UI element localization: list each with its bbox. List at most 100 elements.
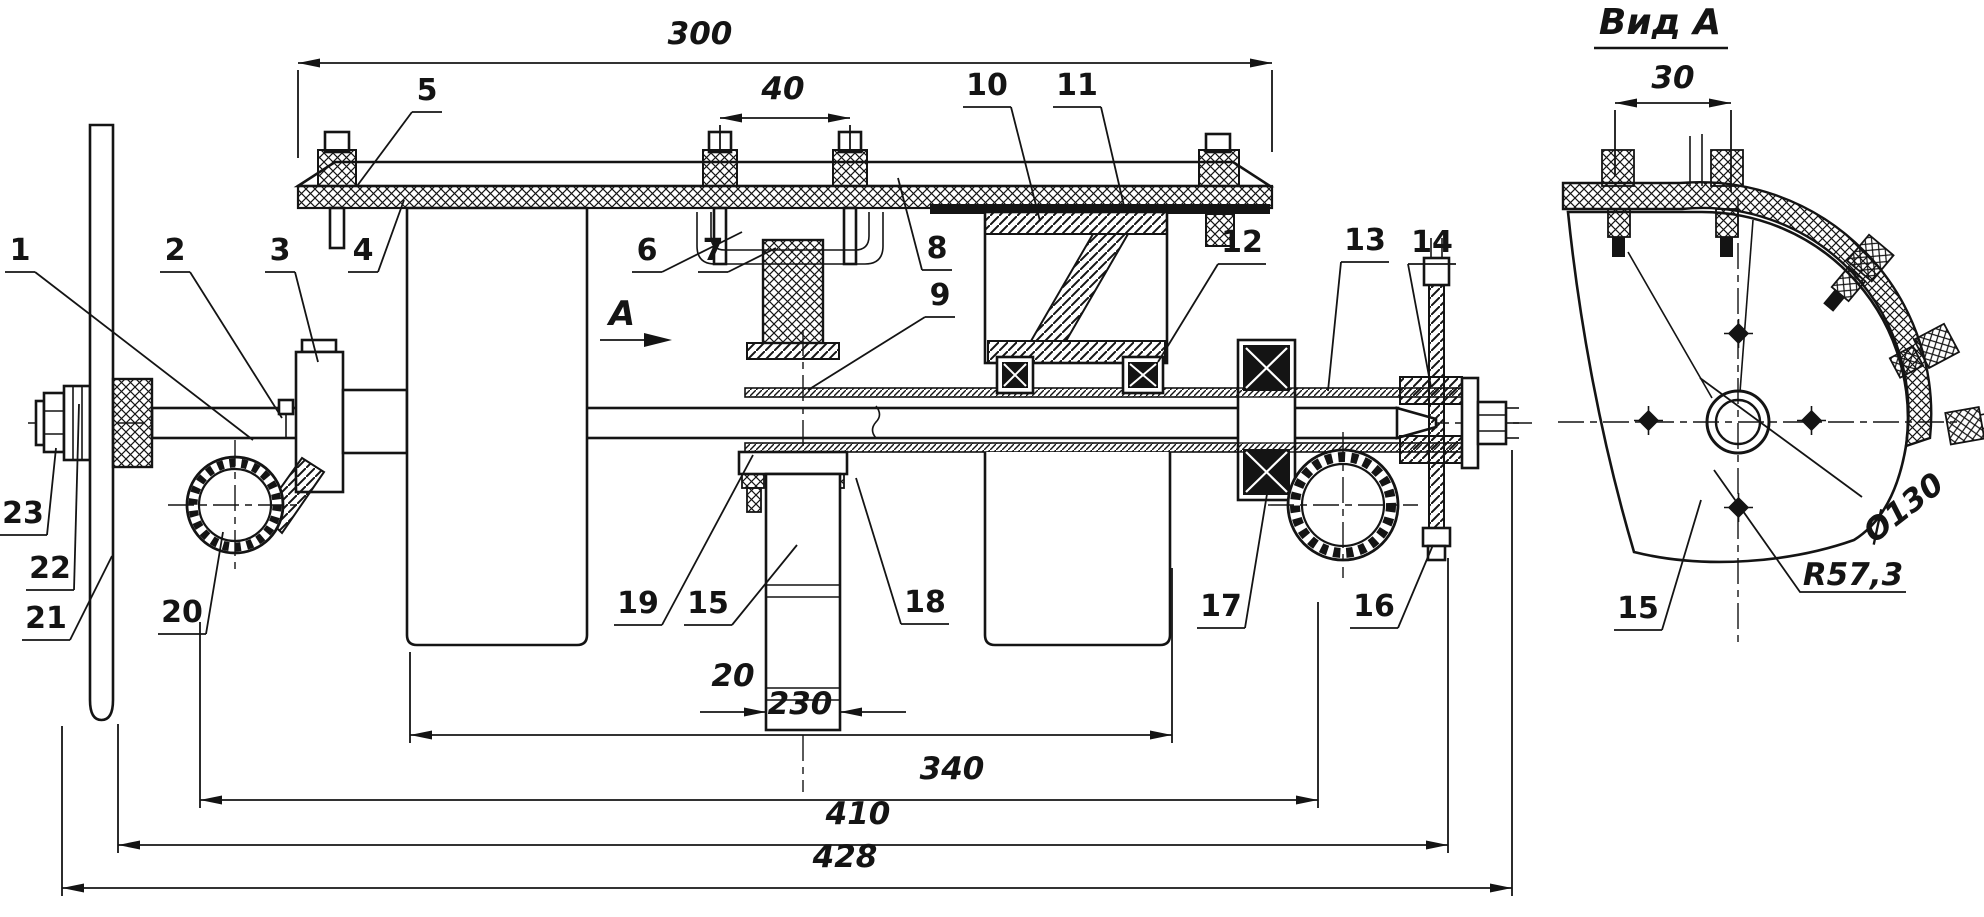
callout-c2: 2 <box>160 233 283 419</box>
dim-text-plate_length: 300 <box>668 16 733 52</box>
callout-number: 8 <box>927 231 948 266</box>
rim-bolt-5 <box>1944 405 1984 446</box>
callout-c4: 4 <box>348 199 405 273</box>
dim-text-shaft_length: 410 <box>825 796 891 832</box>
plate-bolt-right <box>1198 132 1240 247</box>
callout-c19: 19 <box>614 454 754 626</box>
callout-number: 23 <box>2 496 44 531</box>
callout-number: 4 <box>353 233 374 268</box>
callout-c21: 21 <box>22 555 113 641</box>
bracket-plate <box>1428 284 1445 549</box>
callout-number: 17 <box>1200 589 1242 624</box>
callout-c9: 9 <box>807 278 955 391</box>
drive-disc <box>88 123 115 722</box>
callout-c18: 18 <box>855 477 949 625</box>
callout-c1: 1 <box>5 233 254 441</box>
bracket-bolt-lower <box>1421 526 1452 548</box>
hub-washer <box>111 377 154 469</box>
dim-text-axle_span: 340 <box>920 751 985 787</box>
callout-number: 9 <box>930 278 951 313</box>
bracket-strut <box>1029 233 1130 342</box>
axle-tube-top <box>744 387 1464 398</box>
section-arrow: А <box>600 294 672 347</box>
column-base <box>746 342 840 360</box>
callout-number: 20 <box>161 595 203 630</box>
rim-bolt-1 <box>1601 149 1635 257</box>
dimension-hole_spacing: 30 <box>1614 60 1732 192</box>
left-blade <box>405 206 589 647</box>
dimension-overall_width: 428 <box>61 450 1513 896</box>
callout-number: 11 <box>1056 68 1098 103</box>
callout-c8: 8 <box>897 177 952 271</box>
dimension-clamp_bolt_spacing: 40 <box>719 71 851 150</box>
callout-number: 15 <box>1617 591 1659 626</box>
end-nut <box>42 391 66 454</box>
dim-text-hole_spacing: 30 <box>1651 60 1694 96</box>
callout-number: 7 <box>703 233 724 268</box>
callout-c13: 13 <box>1327 223 1389 392</box>
rim-bolt-3 <box>1823 233 1895 312</box>
shaft-step <box>341 388 409 455</box>
callout-number: 2 <box>165 233 186 268</box>
callout-number: 21 <box>25 601 67 636</box>
left-tube-section <box>168 440 302 570</box>
right-blade <box>983 452 1172 647</box>
view-a-title: Вид А <box>1599 2 1721 43</box>
rim-bolt-2 <box>1689 134 1744 257</box>
callout-c5: 5 <box>356 73 442 187</box>
dimension-blade_span: 230 <box>409 568 1173 743</box>
section-arrow-label: А <box>606 294 635 334</box>
end-nut-right <box>1476 400 1508 446</box>
callout-c3: 3 <box>265 233 319 363</box>
callout-number: 22 <box>29 551 71 586</box>
dim-text-clamp_bolt_spacing: 40 <box>760 71 804 107</box>
clamp-bolt-left <box>702 130 738 266</box>
callout-c15: 15 <box>684 544 798 626</box>
support-bracket <box>983 210 1169 365</box>
dim-text-tube_width: 20 <box>711 658 754 694</box>
pillow-block <box>1236 338 1297 502</box>
sector-radius-dim: R57,3 <box>1803 557 1903 593</box>
callout-number: 6 <box>637 233 658 268</box>
callout-c11: 11 <box>1053 68 1125 207</box>
callout-c10: 10 <box>963 68 1041 222</box>
callout-view_c15: 15 <box>1614 499 1702 631</box>
radius-annotation: R57,3 <box>1713 469 1906 593</box>
callout-number: 14 <box>1411 225 1453 260</box>
bracket-plate-bolt <box>1422 256 1451 287</box>
dimension-tube_width: 20 <box>700 658 906 717</box>
callout-c20: 20 <box>158 531 224 635</box>
end-plate <box>1460 376 1480 470</box>
plate-bolt-left <box>317 130 357 250</box>
callout-c6: 6 <box>632 231 743 273</box>
callout-c14: 14 <box>1407 225 1456 388</box>
view-a: Вид А <box>1558 2 1984 645</box>
rim-band <box>1561 181 1933 448</box>
right-tube-section <box>1268 432 1418 578</box>
callout-c12: 12 <box>1157 225 1266 363</box>
dim-text-overall_width: 428 <box>812 839 878 875</box>
callout-number: 12 <box>1221 225 1263 260</box>
callout-number: 16 <box>1353 589 1395 624</box>
collar-cap <box>300 338 338 354</box>
plate-seal-strip <box>930 204 1270 214</box>
dim-text-blade_span: 230 <box>768 686 833 722</box>
callout-c22: 22 <box>26 403 80 591</box>
callout-c16: 16 <box>1350 544 1434 629</box>
callout-c17: 17 <box>1197 487 1269 629</box>
main-section-view: А <box>28 123 1532 792</box>
callout-number: 5 <box>417 73 438 108</box>
callout-c23: 23 <box>0 447 57 536</box>
seal-bearing-left <box>995 355 1035 395</box>
callout-number: 10 <box>966 68 1008 103</box>
dimension-shaft_length: 410 <box>117 558 1449 853</box>
callout-number: 13 <box>1344 223 1386 258</box>
shaft-break-line-2 <box>871 405 881 439</box>
callout-number: 3 <box>270 233 291 268</box>
callout-c7: 7 <box>698 233 777 273</box>
callout-number: 19 <box>617 586 659 621</box>
